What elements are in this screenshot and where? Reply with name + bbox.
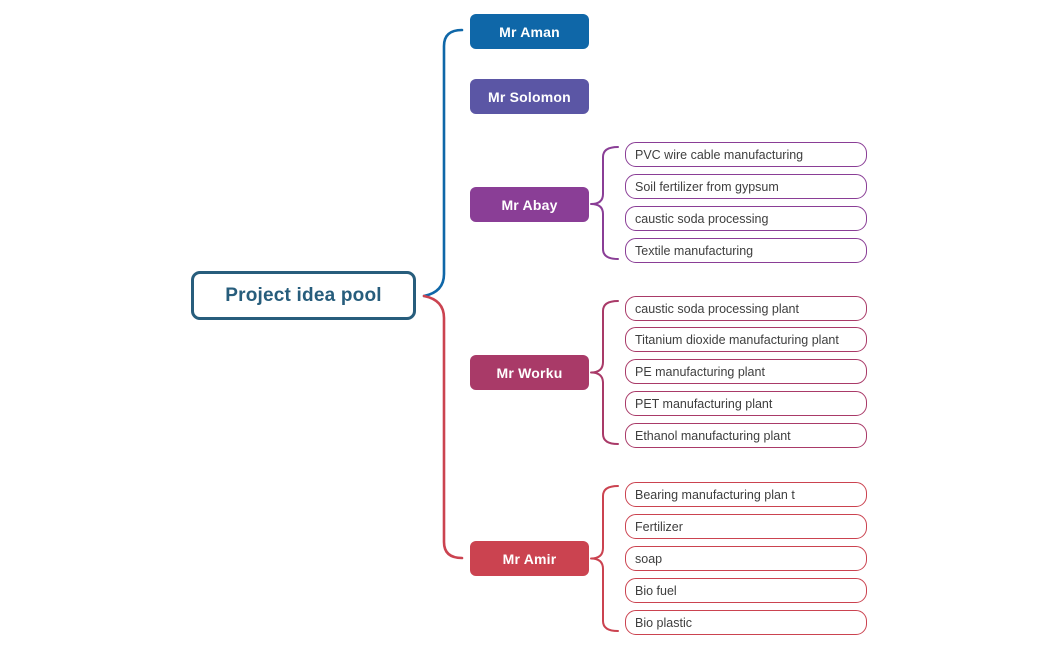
- root-brace-bottom-segment: [422, 294, 464, 560]
- idea-item[interactable]: Titanium dioxide manufacturing plant: [625, 327, 867, 352]
- idea-item[interactable]: caustic soda processing plant: [625, 296, 867, 321]
- node-mr-amir[interactable]: Mr Amir: [470, 541, 589, 576]
- root-node[interactable]: Project idea pool: [191, 271, 416, 320]
- idea-item[interactable]: Fertilizer: [625, 514, 867, 539]
- idea-item[interactable]: Ethanol manufacturing plant: [625, 423, 867, 448]
- idea-item[interactable]: soap: [625, 546, 867, 571]
- node-mr-solomon[interactable]: Mr Solomon: [470, 79, 589, 114]
- amir-children-brace: [590, 485, 619, 632]
- worku-children-brace: [590, 300, 619, 445]
- idea-item[interactable]: Bearing manufacturing plan t: [625, 482, 867, 507]
- abay-children-brace: [590, 146, 619, 260]
- idea-item[interactable]: PVC wire cable manufacturing: [625, 142, 867, 167]
- idea-item[interactable]: Bio fuel: [625, 578, 867, 603]
- node-mr-aman[interactable]: Mr Aman: [470, 14, 589, 49]
- node-mr-worku[interactable]: Mr Worku: [470, 355, 589, 390]
- root-brace-top-segment: [422, 28, 464, 298]
- idea-item[interactable]: Soil fertilizer from gypsum: [625, 174, 867, 199]
- idea-item[interactable]: Bio plastic: [625, 610, 867, 635]
- idea-item[interactable]: PET manufacturing plant: [625, 391, 867, 416]
- node-mr-abay[interactable]: Mr Abay: [470, 187, 589, 222]
- idea-item[interactable]: Textile manufacturing: [625, 238, 867, 263]
- idea-item[interactable]: PE manufacturing plant: [625, 359, 867, 384]
- idea-item[interactable]: caustic soda processing: [625, 206, 867, 231]
